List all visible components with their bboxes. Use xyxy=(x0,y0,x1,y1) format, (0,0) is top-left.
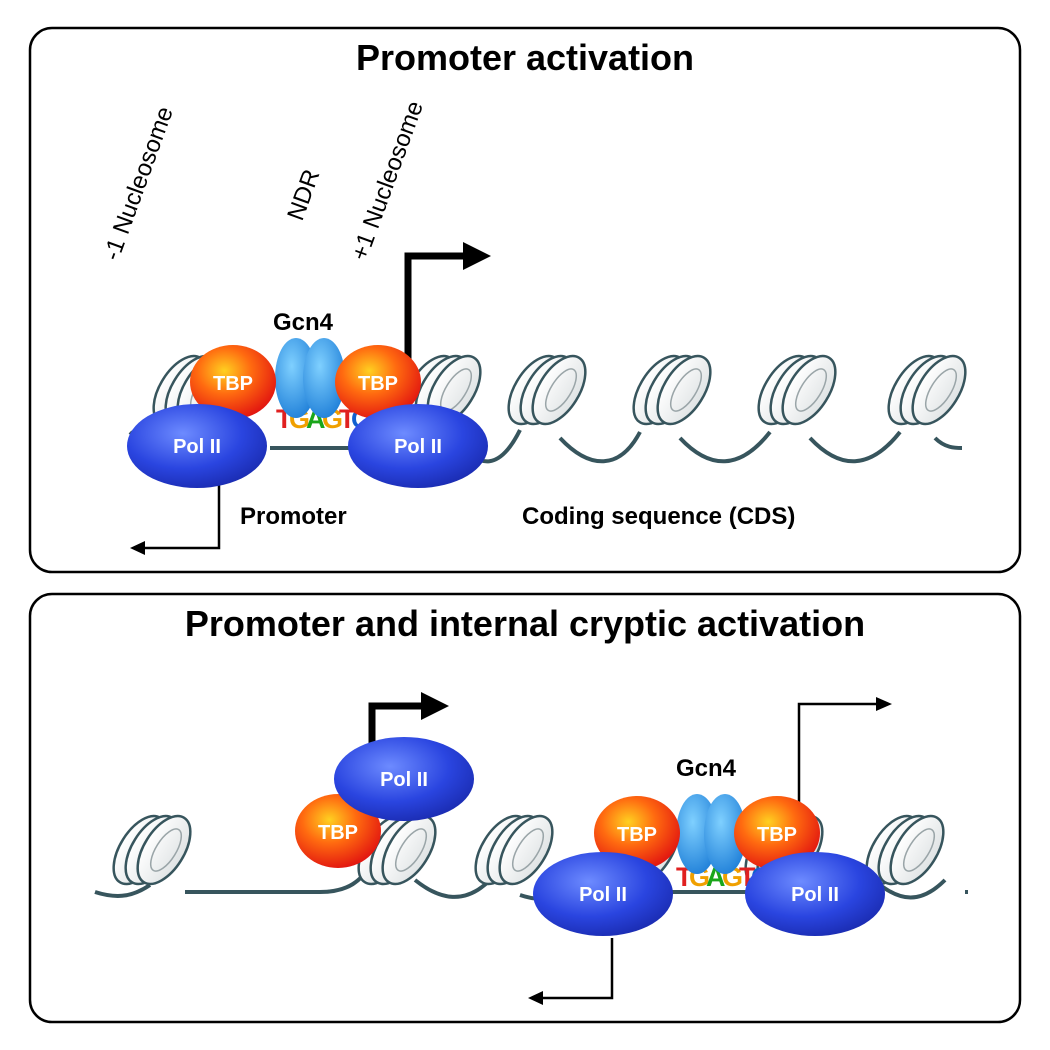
label-gcn4-bottom: Gcn4 xyxy=(676,755,737,782)
label-tbp: TBP xyxy=(213,373,253,395)
label-tbp: TBP xyxy=(757,824,797,846)
motif-letter: T xyxy=(339,404,356,434)
label-promoter: Promoter xyxy=(240,503,347,530)
label-tbp: TBP xyxy=(318,822,358,844)
pol2-protein xyxy=(348,404,488,488)
arrow-left-head xyxy=(528,991,543,1005)
arrow-left-icon xyxy=(543,938,614,1000)
pol2-protein xyxy=(745,852,885,936)
panel-top: Promoter activation -1 Nucleosome NDR +1… xyxy=(28,26,1022,574)
label-cds: Coding sequence (CDS) xyxy=(522,503,795,530)
panel-bottom-title: Promoter and internal cryptic activation xyxy=(185,603,865,644)
tbp-protein xyxy=(594,796,680,870)
panel-top-frame xyxy=(28,26,1022,574)
pol2-protein xyxy=(533,852,673,936)
arrow-left-head xyxy=(130,541,145,555)
gcn4-protein xyxy=(704,794,746,874)
tbp-protein xyxy=(335,345,421,419)
label-pol2: Pol II xyxy=(380,769,428,791)
label-pol2: Pol II xyxy=(791,884,839,906)
label-pol2: Pol II xyxy=(173,436,221,458)
pol2-protein xyxy=(334,737,474,821)
tbp-protein xyxy=(295,794,381,868)
tbp-protein xyxy=(190,345,276,419)
panel-bottom: Promoter and internal cryptic activation… xyxy=(28,592,1022,1024)
pol2-protein xyxy=(127,404,267,488)
arrow-right-icon xyxy=(368,692,449,745)
label-tbp: TBP xyxy=(358,373,398,395)
panel-top-title: Promoter activation xyxy=(356,37,694,78)
label-pol2: Pol II xyxy=(579,884,627,906)
gcn4-protein xyxy=(303,338,345,418)
arrow-right-icon xyxy=(404,242,491,360)
label-gcn4-top: Gcn4 xyxy=(273,309,334,336)
label-pol2: Pol II xyxy=(394,436,442,458)
arrow-left-icon xyxy=(145,485,221,550)
arrow-right-icon xyxy=(797,702,876,808)
arrow-right-head xyxy=(876,697,892,711)
tbp-protein xyxy=(734,796,820,870)
panel-bottom-frame xyxy=(28,592,1022,1024)
label-tbp: TBP xyxy=(617,824,657,846)
